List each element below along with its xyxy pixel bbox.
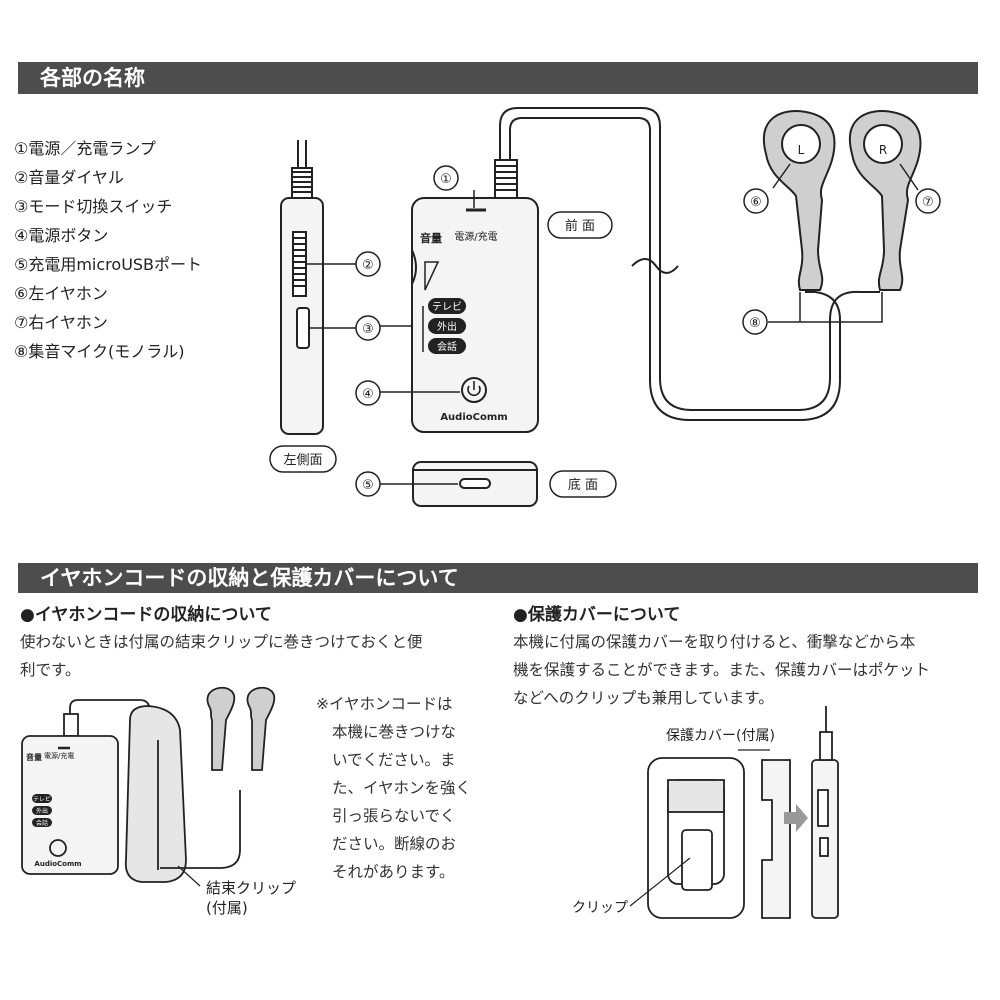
device-diagram: ① ② ③ ④ ⑤ ⑥ ⑦ ⑧ 左側面 前 面 底 面 電源/充電 音量 テレビ… bbox=[269, 107, 941, 507]
note-line: た、イヤホンを強く bbox=[332, 779, 472, 797]
callout-label: ⑧ bbox=[749, 316, 761, 331]
section-title: イヤホンコードの収納と保護カバーについて bbox=[40, 566, 459, 590]
callout-3 bbox=[355, 315, 381, 341]
view-label-left-side: 左側面 bbox=[283, 453, 322, 468]
storage-heading: ●イヤホンコードの収納について bbox=[20, 605, 272, 625]
mode-label: テレビ bbox=[432, 301, 462, 313]
volume-dial-side bbox=[292, 231, 307, 297]
led-label: 電源/充電 bbox=[44, 751, 74, 760]
text-line: などへのクリップも兼用しています。 bbox=[513, 689, 774, 707]
section-header-storage-cover: イヤホンコードの収納と保護カバーについて bbox=[18, 563, 978, 593]
callout-label: ⑤ bbox=[362, 478, 374, 493]
callout-7 bbox=[915, 188, 941, 214]
volume-label: 音量 bbox=[420, 231, 442, 245]
cable-line bbox=[509, 117, 841, 421]
front-view-body bbox=[411, 197, 539, 433]
mode-badge bbox=[428, 298, 466, 314]
text-line: 使わないときは付属の結束クリップに巻きつけておくと便 bbox=[20, 633, 423, 651]
view-label-pill bbox=[549, 470, 617, 498]
earphone-mark-left: L bbox=[798, 143, 805, 157]
callout-label: ② bbox=[362, 258, 374, 273]
mode-label: テレビ bbox=[33, 795, 51, 803]
brand-logo: AudioComm bbox=[34, 860, 81, 868]
section-title: 各部の名称 bbox=[40, 66, 145, 90]
volume-dial-edge bbox=[411, 249, 417, 285]
clip-label-line: (付属) bbox=[206, 899, 248, 917]
callout-label: ③ bbox=[362, 322, 374, 337]
list-item: ②音量ダイヤル bbox=[14, 168, 124, 187]
callout-1 bbox=[433, 165, 459, 191]
storage-text: 使わないときは付属の結束クリップに巻きつけておくと便 利です。 bbox=[20, 628, 423, 684]
left-earphone bbox=[763, 110, 836, 291]
note-line: いでください。ま bbox=[332, 751, 456, 769]
view-label-bottom: 底 面 bbox=[568, 477, 598, 493]
list-item: ⑧集音マイク(モノラル) bbox=[14, 342, 185, 361]
text-line: 利です。 bbox=[20, 661, 81, 679]
cover-text: 本機に付属の保護カバーを取り付けると、衝撃などから本 機を保護することができます… bbox=[513, 628, 930, 712]
view-label-pill bbox=[269, 445, 337, 473]
list-item: ①電源／充電ランプ bbox=[14, 139, 156, 158]
view-label-pill bbox=[547, 211, 613, 239]
note-line: ださい。断線のお bbox=[332, 835, 457, 853]
leader-line bbox=[768, 292, 883, 323]
note-line: 本機に巻きつけな bbox=[332, 723, 457, 741]
power-icon bbox=[467, 385, 481, 397]
callout-4 bbox=[355, 380, 381, 406]
clip-label: 結束クリップ (付属) bbox=[206, 878, 296, 918]
mode-badge bbox=[428, 318, 466, 334]
section-header-part-names: 各部の名称 bbox=[18, 62, 978, 94]
usb-port bbox=[459, 478, 491, 489]
note-line: 引っ張らないでく bbox=[332, 807, 456, 825]
volume-label: 音量 bbox=[26, 752, 42, 762]
clip-label-line: 結束クリップ bbox=[206, 879, 297, 897]
mode-badge bbox=[428, 338, 466, 354]
list-item: ④電源ボタン bbox=[14, 226, 109, 245]
clip-part-label: クリップ bbox=[572, 900, 628, 916]
volume-triangle-icon bbox=[424, 261, 440, 291]
earphone-mark-right: R bbox=[879, 143, 887, 157]
callout-label: ⑥ bbox=[750, 195, 762, 210]
text-line: 本機に付属の保護カバーを取り付けると、衝撃などから本 bbox=[513, 633, 916, 651]
mode-badge bbox=[32, 794, 52, 803]
text-line: 機を保護することができます。また、保護カバーはポケット bbox=[513, 661, 930, 679]
brand-logo: AudioComm bbox=[440, 412, 507, 423]
storage-note: ※イヤホンコードは 本機に巻きつけな いでください。ま た、イヤホンを強く 引っ… bbox=[316, 690, 471, 886]
note-line: ※イヤホンコードは bbox=[316, 695, 453, 713]
leader-line bbox=[899, 163, 919, 191]
leader-line bbox=[772, 163, 791, 189]
callout-2 bbox=[355, 251, 381, 277]
cable-strain-relief bbox=[494, 159, 518, 199]
note-line: それがあります。 bbox=[332, 863, 455, 881]
power-button bbox=[461, 377, 487, 403]
mode-label: 外出 bbox=[36, 807, 48, 815]
led-label: 電源/充電 bbox=[454, 230, 497, 243]
callout-label: ⑦ bbox=[922, 195, 934, 210]
mode-badge bbox=[32, 818, 52, 827]
list-item: ⑦右イヤホン bbox=[14, 313, 108, 332]
callout-label: ① bbox=[440, 172, 452, 187]
list-item: ③モード切換スイッチ bbox=[14, 197, 173, 216]
mode-label: 外出 bbox=[437, 320, 457, 333]
cable-line bbox=[499, 107, 880, 411]
mode-label: 会話 bbox=[437, 340, 457, 353]
view-label-front: 前 面 bbox=[565, 218, 595, 234]
list-item: ⑥左イヤホン bbox=[14, 284, 108, 303]
mode-badge bbox=[32, 806, 52, 815]
right-earphone bbox=[849, 110, 922, 291]
callout-8 bbox=[742, 309, 768, 335]
callout-5 bbox=[355, 471, 381, 497]
cover-label: 保護カバー(付属) bbox=[666, 728, 775, 744]
cable-break-mark bbox=[631, 258, 679, 274]
cover-heading: ●保護カバーについて bbox=[513, 605, 681, 625]
callout-label: ④ bbox=[362, 387, 374, 402]
parts-list: ①電源／充電ランプ ②音量ダイヤル ③モード切換スイッチ ④電源ボタン ⑤充電用… bbox=[14, 134, 202, 366]
list-item: ⑤充電用microUSBポート bbox=[14, 255, 203, 274]
mode-label: 会話 bbox=[36, 819, 48, 827]
callout-6 bbox=[743, 188, 769, 214]
